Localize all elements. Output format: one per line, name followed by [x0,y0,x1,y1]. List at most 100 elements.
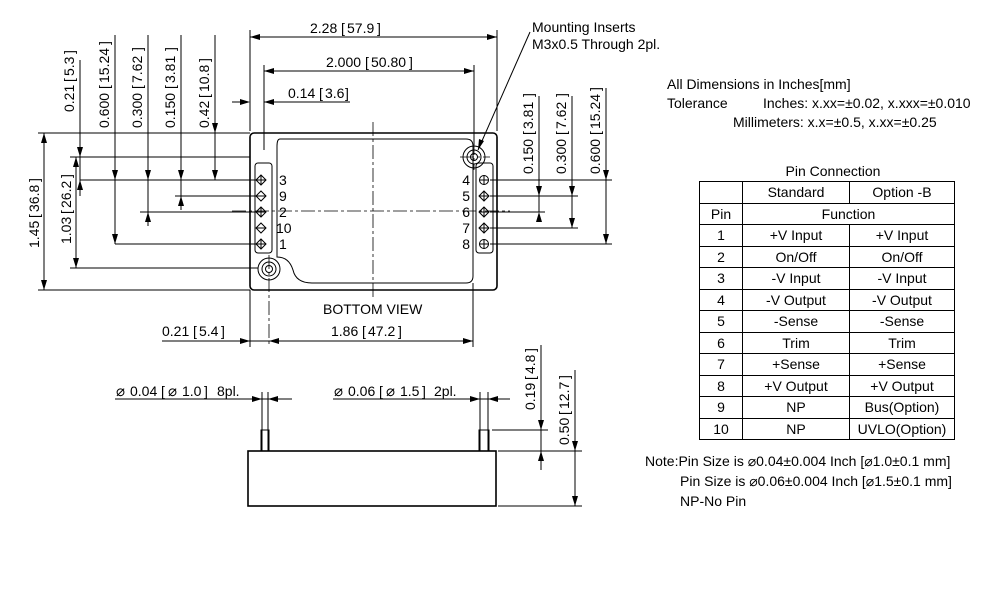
svg-text:[: [ [362,323,366,339]
pin-labels-left: 3 9 2 10 1 [276,172,292,252]
table-cell: 3 [699,267,743,290]
dim-value-mm: 5.3 [61,56,77,76]
dim-pin-small: ⌀ 0.04 [ ⌀ 1.0 ] 8pl. [115,383,292,402]
dim-value: 0.21 [61,85,77,112]
pin-connection-table: Standard Option -B Pin Function 1+V Inpu… [699,181,955,440]
dim-bottom: 0.21 [ 5.4 ] 1.86 [ 47.2 ] [162,283,474,347]
svg-text:[: [ [553,131,569,135]
svg-text:[: [ [193,323,197,339]
table-cell: 5 [699,310,743,333]
table-header-row: Pin Function [699,202,955,225]
pin-labels-right: 4 5 6 7 8 [462,172,470,252]
table-cell: -Sense [742,310,850,333]
svg-text:]: ] [422,383,426,399]
module-outline [249,132,498,291]
table-cell: 7 [699,353,743,376]
table-cell: 2 [699,245,743,268]
svg-text:[: [ [58,210,74,214]
dim-value: 0.300 [553,139,569,174]
pin-6 [478,206,490,218]
pin-1 [255,238,267,250]
dimensions-note: All Dimensions in Inches[mm] [667,76,851,92]
svg-text:[: [ [196,94,212,98]
dim-value-mm: 12.7 [556,382,572,409]
svg-text:[: [ [520,131,536,135]
dim-value: 0.50 [556,418,572,445]
table-row: 5-Sense-Sense [699,310,955,333]
pin-label: 10 [276,220,292,236]
pin-label: 3 [279,172,287,188]
svg-text:[: [ [162,85,178,89]
dim-value-mm: 50.80 [371,54,406,70]
dim-value: 0.150 [162,93,178,128]
table-cell: +V Input [742,224,850,247]
pin-label: 5 [462,188,470,204]
right-pins [478,175,490,249]
dim-value-mm: 26.2 [58,181,74,208]
table-cell: -V Input [742,267,850,290]
dim-qty: 2pl. [434,383,457,399]
dim-value-mm: 1.5 [400,383,420,399]
pin-label: 2 [279,204,287,220]
dim-value: 1.45 [26,221,42,248]
dim-value-mm: 5.4 [199,323,219,339]
svg-text:[: [ [129,85,145,89]
svg-text:]: ] [522,348,538,352]
table-cell: 10 [699,417,743,440]
svg-text:[: [ [26,214,42,218]
svg-text:]: ] [61,50,77,54]
dim-value: 0.600 [96,93,112,128]
dim-value: 0.150 [520,139,536,174]
pin-label: 7 [462,220,470,236]
svg-text:[: [ [556,411,572,415]
table-cell-empty [699,181,743,204]
svg-text:]: ] [520,93,536,97]
svg-text:]: ] [556,375,572,379]
note-line: NP-No Pin [680,493,747,509]
dim-value-mm: 7.62 [553,102,569,129]
pin-2 [255,206,267,218]
dim-insert-span: 2.000 [ 50.80 ] [263,54,475,150]
dim-value: 0.14 [288,85,315,101]
tolerance-label: Tolerance [667,95,728,111]
svg-text:[: [ [365,54,369,70]
col-standard: Standard [742,181,850,204]
svg-text:[: [ [161,383,165,399]
table-row: 8+V Output+V Output [699,374,955,397]
bottom-view-label: BOTTOM VIEW [323,301,423,317]
table-cell: 4 [699,288,743,311]
svg-text:]: ] [162,47,178,51]
svg-text:⌀: ⌀ [334,383,343,400]
svg-text:[: [ [379,383,383,399]
svg-text:[: [ [522,376,538,380]
pin-9 [255,190,267,202]
table-cell: -Sense [849,310,955,333]
mounting-inserts-callout: Mounting Inserts M3x0.5 Through 2pl. [477,19,660,151]
table-header-row: Standard Option -B [699,181,955,204]
pin-5 [478,190,490,202]
col-option: Option -B [849,181,955,204]
svg-text:[: [ [341,20,345,36]
dim-side-heights: 0.19 [ 4.8 ] 0.50 [ 12.7 ] [492,345,582,507]
col-function: Function [742,202,955,225]
dim-value-mm: 15.24 [96,48,112,83]
svg-text:]: ] [96,41,112,45]
table-cell: -V Output [849,288,955,311]
dim-value-mm: 15.24 [587,94,603,129]
pin-label: 9 [279,188,287,204]
svg-text:]: ] [553,93,569,97]
table-row: 1+V Input+V Input [699,224,955,247]
dim-pin-large: ⌀ 0.06 [ ⌀ 1.5 ] 2pl. [333,383,510,402]
dim-value: 2.28 [310,20,337,36]
pin-8 [479,239,489,249]
svg-text:[: [ [587,131,603,135]
table-row: 4-V Output-V Output [699,288,955,311]
svg-text:]: ] [587,87,603,91]
table-cell: 1 [699,224,743,247]
dim-value: 0.21 [162,323,189,339]
